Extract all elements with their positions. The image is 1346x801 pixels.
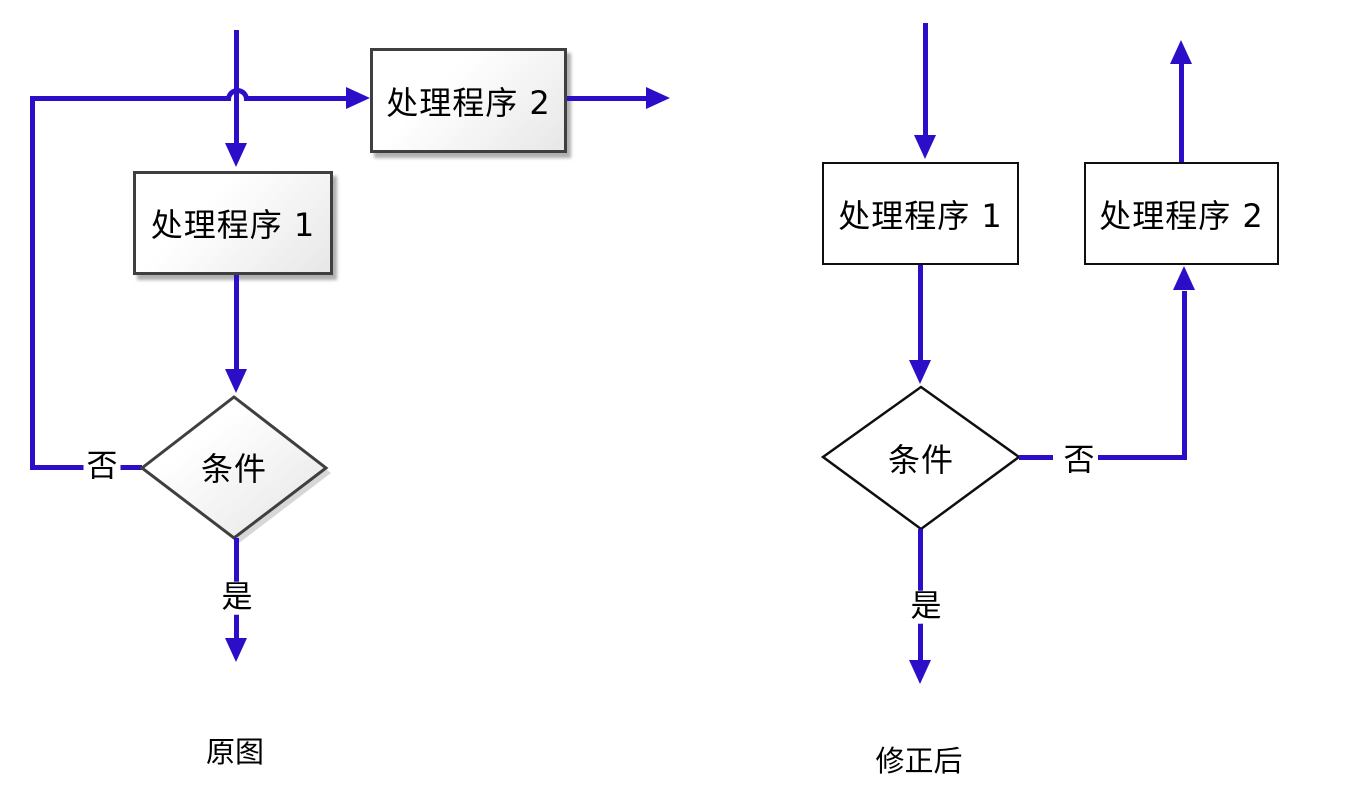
right-process1-box: 处理程序 1 bbox=[822, 162, 1019, 265]
left-entry-line bbox=[234, 30, 239, 143]
right-edge-label-no: 否 bbox=[1060, 445, 1098, 478]
left-caption: 原图 bbox=[205, 735, 265, 769]
right-condition-label: 条件 bbox=[887, 441, 955, 479]
right-process2-box: 处理程序 2 bbox=[1084, 162, 1279, 265]
left-process1-label: 处理程序 1 bbox=[150, 206, 316, 244]
right-entry-line bbox=[923, 23, 928, 135]
right-process1-to-condition-line bbox=[918, 265, 923, 360]
right-process2-exit-arrow-icon bbox=[1170, 40, 1192, 64]
left-arrow-into-process1-icon bbox=[225, 143, 247, 167]
left-process2-box: 处理程序 2 bbox=[370, 48, 567, 153]
right-process2-label: 处理程序 2 bbox=[1099, 196, 1264, 235]
right-edge-label-yes: 是 bbox=[907, 591, 945, 624]
left-condition-label: 条件 bbox=[200, 450, 268, 488]
right-arrow-into-condition-icon bbox=[909, 360, 931, 384]
right-process1-label: 处理程序 1 bbox=[838, 196, 1003, 235]
right-yes-arrow-icon bbox=[909, 660, 931, 684]
left-arrow-into-process2-icon bbox=[346, 87, 370, 109]
left-edge-label-yes: 是 bbox=[218, 582, 256, 615]
right-no-line-b bbox=[1098, 455, 1187, 460]
right-no-line-a bbox=[1019, 455, 1053, 460]
left-yes-arrow-icon bbox=[225, 638, 247, 662]
left-entry-line-through-hop bbox=[234, 88, 239, 102]
left-arrow-into-condition-icon bbox=[225, 369, 247, 393]
left-process2-exit-line bbox=[567, 96, 647, 101]
left-process2-exit-arrow-icon bbox=[646, 87, 670, 109]
right-arrow-into-process2-icon bbox=[1173, 266, 1195, 290]
right-caption: 修正后 bbox=[875, 744, 963, 778]
left-process2-label: 处理程序 2 bbox=[386, 83, 551, 122]
right-no-vertical-line bbox=[1182, 291, 1187, 460]
left-loop-top-line-a bbox=[32, 96, 228, 101]
right-arrow-into-process1-icon bbox=[914, 135, 936, 159]
right-process2-exit-line bbox=[1179, 63, 1184, 162]
left-process1-to-condition-line bbox=[234, 275, 239, 369]
left-loop-vertical-line bbox=[30, 96, 35, 470]
left-loop-top-line-b bbox=[248, 96, 346, 101]
left-edge-label-no: 否 bbox=[83, 451, 121, 484]
left-process1-box: 处理程序 1 bbox=[133, 171, 333, 275]
